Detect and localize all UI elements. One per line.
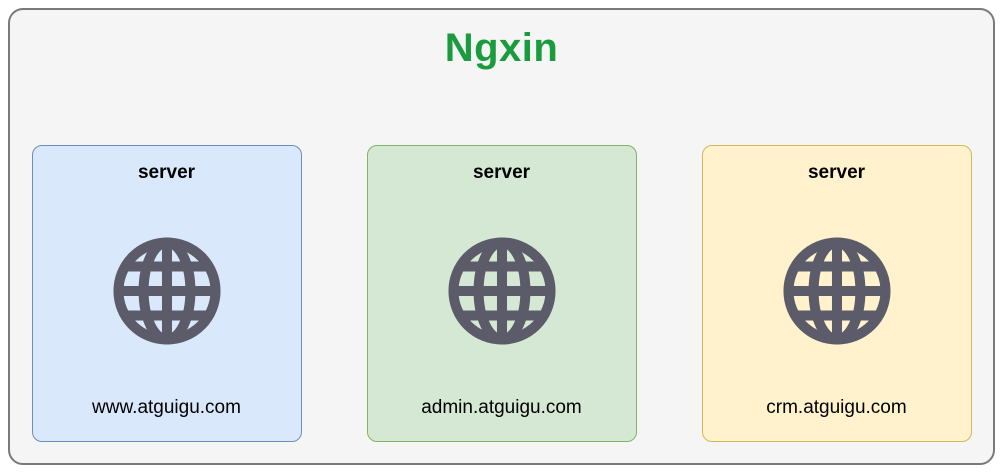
server-label: server xyxy=(472,162,531,183)
server-label: server xyxy=(807,162,866,183)
server-label: server xyxy=(137,162,196,183)
server-card-www: server xyxy=(31,145,302,442)
globe-icon xyxy=(779,184,895,397)
server-domain: crm.atguigu.com xyxy=(766,397,907,418)
page-title: Ngxin xyxy=(444,26,559,70)
server-domain: admin.atguigu.com xyxy=(421,397,582,418)
globe-icon xyxy=(444,184,560,397)
nginx-container: Ngxin server xyxy=(8,8,995,465)
globe-icon xyxy=(109,184,225,397)
server-row: server xyxy=(10,145,993,442)
server-domain: www.atguigu.com xyxy=(92,397,241,418)
server-card-admin: server xyxy=(366,145,637,442)
server-card-crm: server xyxy=(701,145,972,442)
